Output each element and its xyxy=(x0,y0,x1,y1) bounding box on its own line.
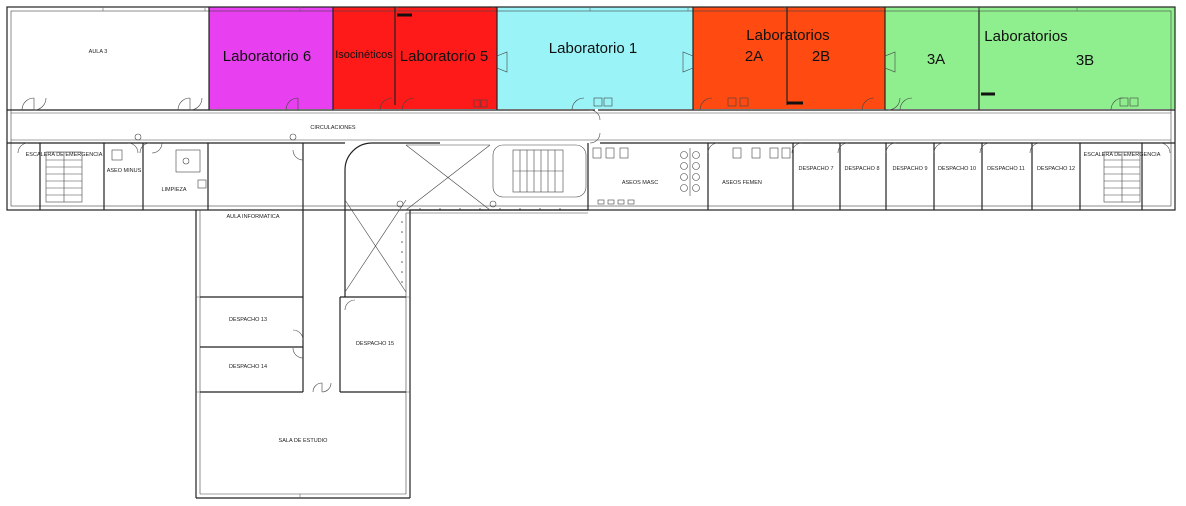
label-despacho9: DESPACHO 9 xyxy=(892,166,927,172)
zone-lab2 xyxy=(693,7,885,109)
north-wing-lower-rooms xyxy=(39,143,1143,210)
restroom-fixtures xyxy=(111,147,791,205)
label-aula-informatica: AULA INFORMATICA xyxy=(226,214,279,220)
lab-fixtures xyxy=(473,97,1139,108)
label-isocineticos: Isocinéticos xyxy=(335,49,393,61)
label-aseos-femen: ASEOS FEMEN xyxy=(722,180,762,186)
zone-lab1 xyxy=(497,7,693,109)
label-lab5: Laboratorio 5 xyxy=(400,48,488,65)
zone-lab3 xyxy=(885,7,1175,109)
label-despacho12: DESPACHO 12 xyxy=(1037,166,1075,172)
label-despacho7: DESPACHO 7 xyxy=(798,166,833,172)
label-despacho14: DESPACHO 14 xyxy=(229,364,267,370)
label-despacho15: DESPACHO 15 xyxy=(356,341,394,347)
label-escalera-left: ESCALERA DE EMERGENCIA xyxy=(26,152,103,158)
label-lab3a: 3A xyxy=(927,51,945,68)
zone-lab5 xyxy=(395,7,497,109)
label-circulaciones: CIRCULACIONES xyxy=(310,125,356,131)
label-limpieza: LIMPIEZA xyxy=(161,187,186,193)
south-window-ticks xyxy=(196,296,410,498)
stair-central xyxy=(492,144,587,198)
top-door-swings xyxy=(21,97,1124,111)
label-escalera-right: ESCALERA DE EMERGENCIA xyxy=(1084,152,1161,158)
label-sala-estudio: SALA DE ESTUDIO xyxy=(279,438,329,444)
label-lab2-title: Laboratorios xyxy=(746,27,829,44)
south-wing-dots xyxy=(401,208,561,283)
label-lab3-title: Laboratorios xyxy=(984,28,1067,45)
zone-isocineticos xyxy=(333,7,395,109)
stair-left xyxy=(45,151,83,203)
south-wing-outline xyxy=(134,133,588,499)
label-aseo-minus: ASEO MINUS xyxy=(107,168,142,174)
label-despacho11: DESPACHO 11 xyxy=(987,166,1025,172)
label-lab2b: 2B xyxy=(812,48,830,65)
label-lab2a: 2A xyxy=(745,48,763,65)
label-despacho13: DESPACHO 13 xyxy=(229,317,267,323)
label-lab3b: 3B xyxy=(1076,52,1094,69)
zone-lab6 xyxy=(209,7,333,109)
label-aula3: AULA 3 xyxy=(89,49,108,55)
north-wing-outline xyxy=(6,6,1176,211)
label-aseos-masc: ASEOS MASC xyxy=(622,180,658,186)
label-lab1: Laboratorio 1 xyxy=(549,40,637,57)
label-despacho8: DESPACHO 8 xyxy=(844,166,879,172)
label-lab6: Laboratorio 6 xyxy=(223,48,311,65)
north-window-ticks xyxy=(102,7,1078,11)
stair-right xyxy=(1103,151,1141,203)
lower-door-swings xyxy=(17,142,1171,154)
label-despacho10: DESPACHO 10 xyxy=(938,166,976,172)
